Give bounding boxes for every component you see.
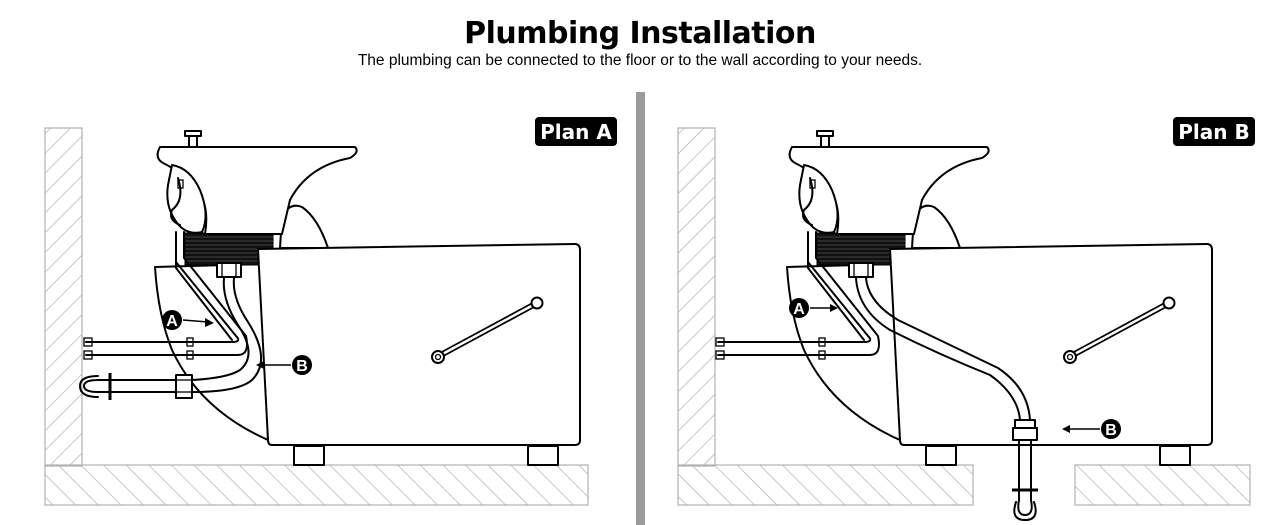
plan-a-diagram: A B Plan A	[44, 117, 617, 506]
svg-text:A: A	[793, 301, 805, 318]
marker-b: B	[1062, 419, 1121, 439]
page-subtitle: The plumbing can be connected to the flo…	[357, 52, 923, 69]
plan-b-label: Plan B	[1173, 117, 1255, 146]
floor-hatch-right	[1074, 464, 1251, 506]
floor-hatch	[44, 464, 589, 506]
floor-drain-pipe	[855, 277, 1038, 521]
svg-text:Plan A: Plan A	[540, 120, 612, 144]
wall-hatch	[677, 127, 716, 467]
wall-hatch	[44, 127, 83, 467]
plan-b-diagram: A B Plan B	[677, 117, 1255, 521]
wall-drain-pipe	[79, 277, 263, 400]
marker-a: A	[789, 298, 838, 318]
plan-divider	[636, 92, 645, 525]
floor-hatch-left	[677, 464, 974, 506]
svg-text:Plan B: Plan B	[1178, 120, 1249, 144]
svg-text:B: B	[296, 358, 308, 375]
svg-text:B: B	[1105, 422, 1117, 439]
svg-text:A: A	[166, 313, 178, 330]
marker-b: B	[256, 355, 312, 375]
marker-a: A	[162, 310, 214, 330]
shampoo-chair	[716, 131, 1212, 465]
shampoo-chair	[84, 131, 580, 465]
page-title: Plumbing Installation	[464, 16, 816, 51]
plan-a-label: Plan A	[535, 117, 617, 146]
